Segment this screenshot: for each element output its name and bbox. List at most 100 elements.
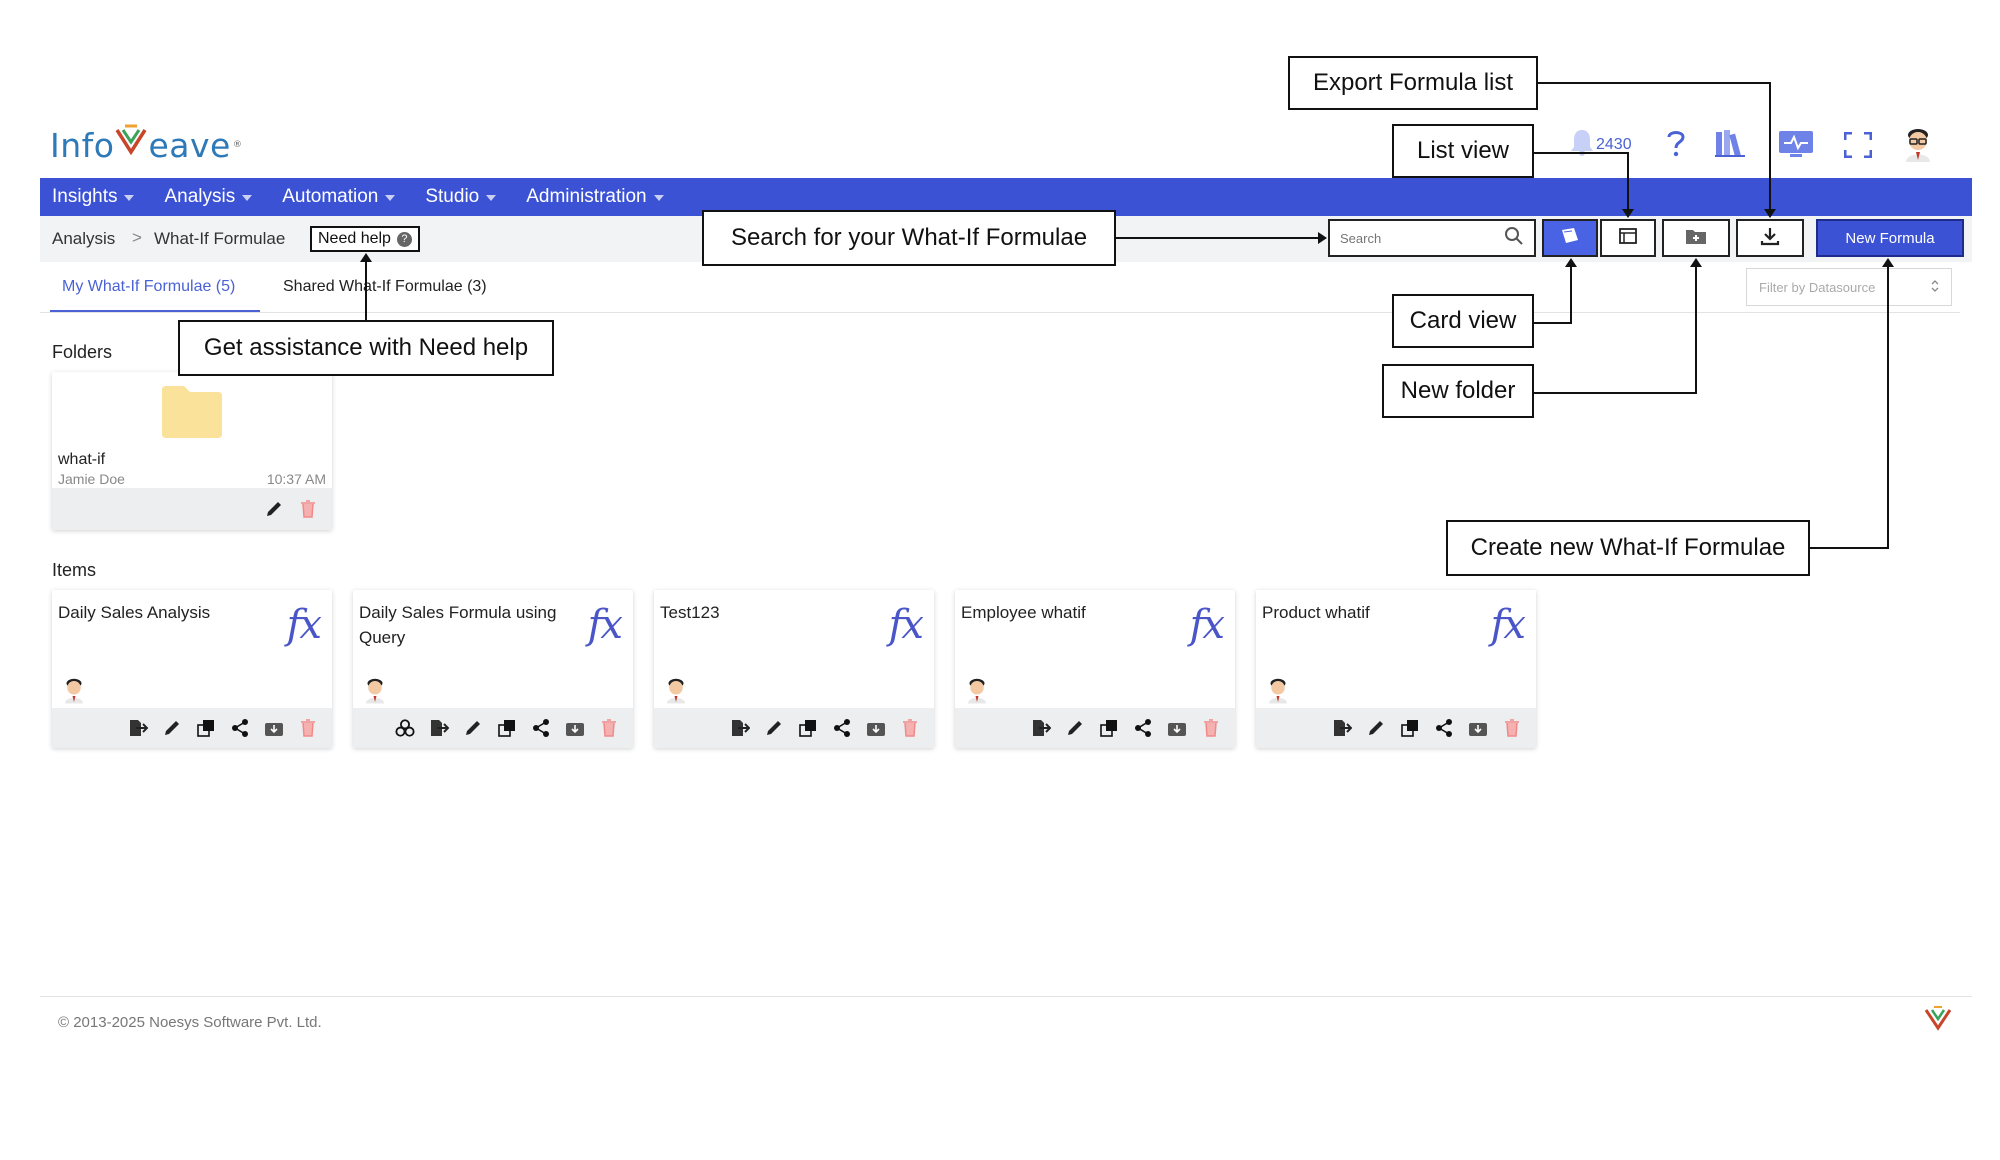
folders-heading: Folders	[52, 342, 113, 362]
app-logo[interactable]: Info eave ®	[50, 124, 242, 166]
tab-shared-formulae[interactable]: Shared What-If Formulae (3)	[283, 278, 487, 295]
card-actions	[1256, 708, 1536, 748]
arrow-down-icon	[1622, 209, 1634, 218]
logo-weave-icon	[114, 124, 148, 166]
new-formula-button[interactable]: New Formula	[1816, 219, 1964, 257]
items-heading: Items	[52, 560, 97, 580]
tab-my-formulae[interactable]: My What-If Formulae (5)	[62, 278, 236, 295]
active-tab-indicator	[50, 310, 260, 312]
callout-search: Search for your What-If Formulae	[702, 210, 1116, 266]
formula-card[interactable]: Daily Sales Formula using Query fx	[353, 590, 633, 748]
copy-icon[interactable]	[1400, 718, 1420, 738]
user-avatar[interactable]	[1902, 126, 1934, 162]
delete-icon[interactable]	[1502, 718, 1522, 738]
download-icon[interactable]	[565, 718, 585, 738]
caret-down-icon	[124, 195, 135, 201]
card-view-button[interactable]	[1542, 219, 1598, 257]
library-icon[interactable]	[1714, 128, 1746, 158]
search-box[interactable]	[1328, 219, 1536, 257]
download-icon[interactable]	[866, 718, 886, 738]
fx-icon: fx	[1490, 602, 1526, 648]
notification-count: 2430	[1596, 135, 1632, 153]
arrow-up-icon	[1690, 258, 1702, 267]
download-icon[interactable]	[264, 718, 284, 738]
share-icon[interactable]	[832, 718, 852, 738]
card-actions	[353, 708, 633, 748]
callout-need-help: Get assistance with Need help	[178, 320, 554, 376]
nav-insights[interactable]: Insights	[52, 186, 135, 208]
formula-card[interactable]: Test123 fx	[654, 590, 934, 748]
notifications-button[interactable]: 2430	[1570, 128, 1632, 161]
formula-card[interactable]: Product whatif fx	[1256, 590, 1536, 748]
callout-connector	[1534, 322, 1572, 324]
download-icon[interactable]	[1167, 718, 1187, 738]
list-view-button[interactable]	[1600, 219, 1656, 257]
move-icon[interactable]	[429, 718, 449, 738]
nav-studio[interactable]: Studio	[425, 186, 497, 208]
caret-down-icon	[653, 195, 664, 201]
datasource-filter-select[interactable]: Filter by Datasource	[1746, 268, 1952, 306]
card-actions	[654, 708, 934, 748]
logo-text-right: eave	[148, 125, 231, 165]
list-view-icon	[1619, 227, 1637, 249]
caret-down-icon	[385, 195, 396, 201]
callout-connector	[1116, 237, 1319, 239]
edit-icon[interactable]	[463, 718, 483, 738]
move-icon[interactable]	[1332, 718, 1352, 738]
edit-icon[interactable]	[1065, 718, 1085, 738]
copy-icon[interactable]	[497, 718, 517, 738]
monitor-icon[interactable]	[1778, 130, 1814, 158]
card-actions	[955, 708, 1235, 748]
share-icon[interactable]	[1434, 718, 1454, 738]
need-help-label: Need help	[318, 230, 391, 247]
callout-card-view: Card view	[1392, 294, 1534, 348]
formula-title: Daily Sales Analysis	[58, 603, 211, 622]
delete-icon[interactable]	[1201, 718, 1221, 738]
caret-down-icon	[486, 195, 497, 201]
breadcrumb-analysis[interactable]: Analysis	[52, 229, 116, 248]
edit-icon[interactable]	[264, 499, 284, 519]
fullscreen-icon[interactable]	[1844, 132, 1872, 158]
new-folder-button[interactable]	[1662, 219, 1730, 257]
move-icon[interactable]	[1031, 718, 1051, 738]
formula-card[interactable]: Employee whatif fx	[955, 590, 1235, 748]
callout-export: Export Formula list	[1288, 56, 1538, 110]
copy-icon[interactable]	[196, 718, 216, 738]
help-icon[interactable]	[1664, 128, 1688, 158]
share-icon[interactable]	[230, 718, 250, 738]
nav-label: Insights	[52, 186, 118, 207]
arrow-up-icon	[1882, 258, 1894, 267]
need-help-button[interactable]: Need help ?	[310, 226, 420, 252]
arrow-down-icon	[1764, 209, 1776, 218]
share-icon[interactable]	[531, 718, 551, 738]
edit-icon[interactable]	[1366, 718, 1386, 738]
edit-icon[interactable]	[162, 718, 182, 738]
delete-icon[interactable]	[298, 718, 318, 738]
query-icon[interactable]	[395, 718, 415, 738]
folder-card[interactable]: what-if Jamie Doe 10:37 AM	[52, 372, 332, 530]
callout-create-new: Create new What-If Formulae	[1446, 520, 1810, 576]
delete-icon[interactable]	[599, 718, 619, 738]
copy-icon[interactable]	[1099, 718, 1119, 738]
share-icon[interactable]	[1133, 718, 1153, 738]
copy-icon[interactable]	[798, 718, 818, 738]
export-button[interactable]	[1736, 219, 1804, 257]
delete-icon[interactable]	[900, 718, 920, 738]
bell-icon	[1570, 128, 1594, 161]
nav-analysis[interactable]: Analysis	[164, 186, 253, 208]
folder-name: what-if	[58, 451, 106, 468]
question-icon: ?	[396, 231, 412, 247]
edit-icon[interactable]	[764, 718, 784, 738]
move-icon[interactable]	[730, 718, 750, 738]
nav-administration[interactable]: Administration	[526, 186, 664, 208]
owner-avatar	[363, 676, 387, 709]
search-icon[interactable]	[1504, 226, 1524, 251]
nav-automation[interactable]: Automation	[282, 186, 396, 208]
nav-label: Studio	[425, 186, 480, 207]
formula-card[interactable]: Daily Sales Analysis fx	[52, 590, 332, 748]
delete-icon[interactable]	[298, 499, 318, 519]
owner-avatar	[1266, 676, 1290, 709]
move-icon[interactable]	[128, 718, 148, 738]
download-icon[interactable]	[1468, 718, 1488, 738]
search-input[interactable]	[1340, 230, 1500, 246]
